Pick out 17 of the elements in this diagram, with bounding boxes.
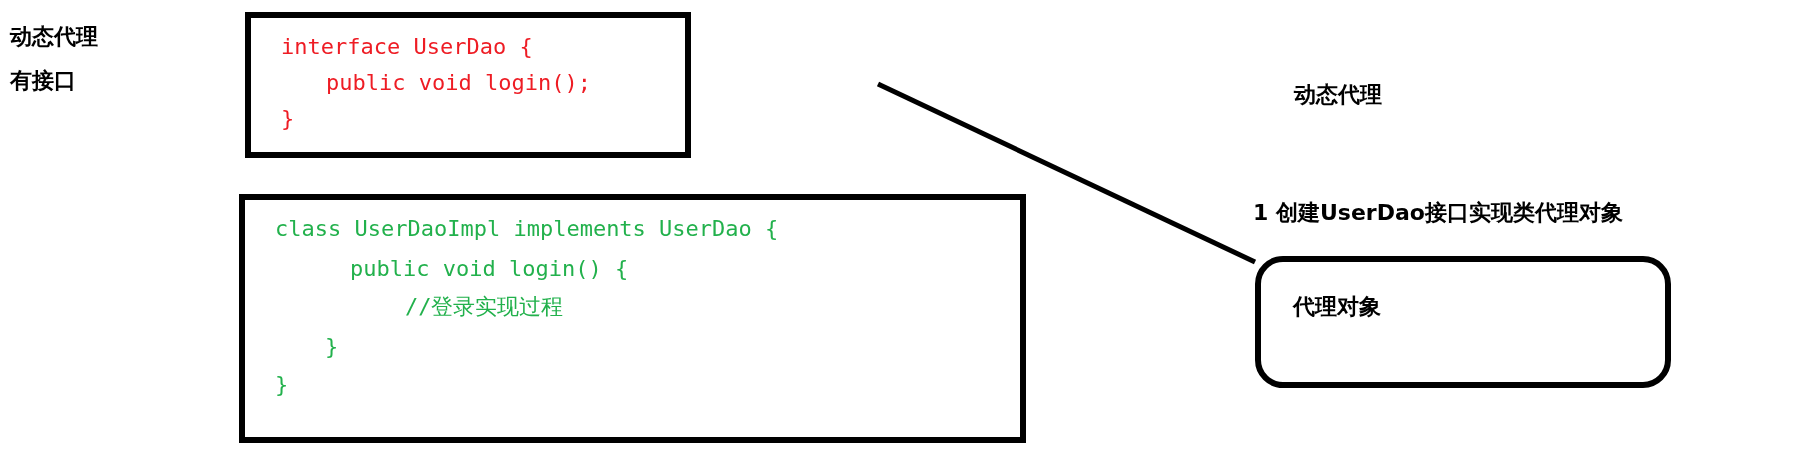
note-text: 1 创建UserDao接口实现类代理对象	[1253, 199, 1623, 227]
code-line: }	[275, 371, 289, 399]
code-line: interface UserDao {	[281, 33, 533, 61]
connector-line	[876, 81, 1257, 265]
code-line: //登录实现过程	[405, 293, 564, 321]
code-box	[245, 12, 691, 158]
code-line: public void login();	[326, 69, 591, 97]
code-line: }	[281, 105, 295, 133]
heading-text: 有接口	[10, 67, 76, 95]
rounded-box	[1255, 256, 1671, 388]
heading-text: 动态代理	[10, 23, 98, 51]
box-label: 代理对象	[1293, 293, 1381, 321]
code-line: class UserDaoImpl implements UserDao {	[275, 215, 779, 243]
code-line: public void login() {	[350, 255, 629, 283]
code-line: }	[325, 333, 339, 361]
code-box	[239, 194, 1026, 443]
note-text: 动态代理	[1294, 81, 1382, 109]
